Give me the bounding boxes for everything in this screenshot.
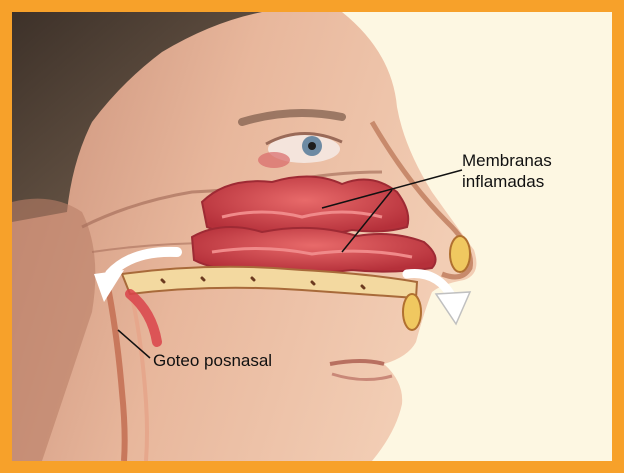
nasal-anatomy-illustration <box>12 12 612 461</box>
anterior-bone <box>403 294 421 330</box>
membranes-label-line1: Membranas <box>462 150 552 171</box>
eye-redness <box>258 152 290 168</box>
nostril-arrowhead <box>436 292 470 324</box>
nasal-tip-cartilage <box>450 236 470 272</box>
membranes-label: Membranas inflamadas <box>462 150 552 192</box>
postnasal-drip-label: Goteo posnasal <box>153 350 272 371</box>
illustration-panel: Membranas inflamadas Goteo posnasal <box>12 12 612 461</box>
eye-pupil <box>308 142 316 150</box>
membranes-label-line2: inflamadas <box>462 171 552 192</box>
